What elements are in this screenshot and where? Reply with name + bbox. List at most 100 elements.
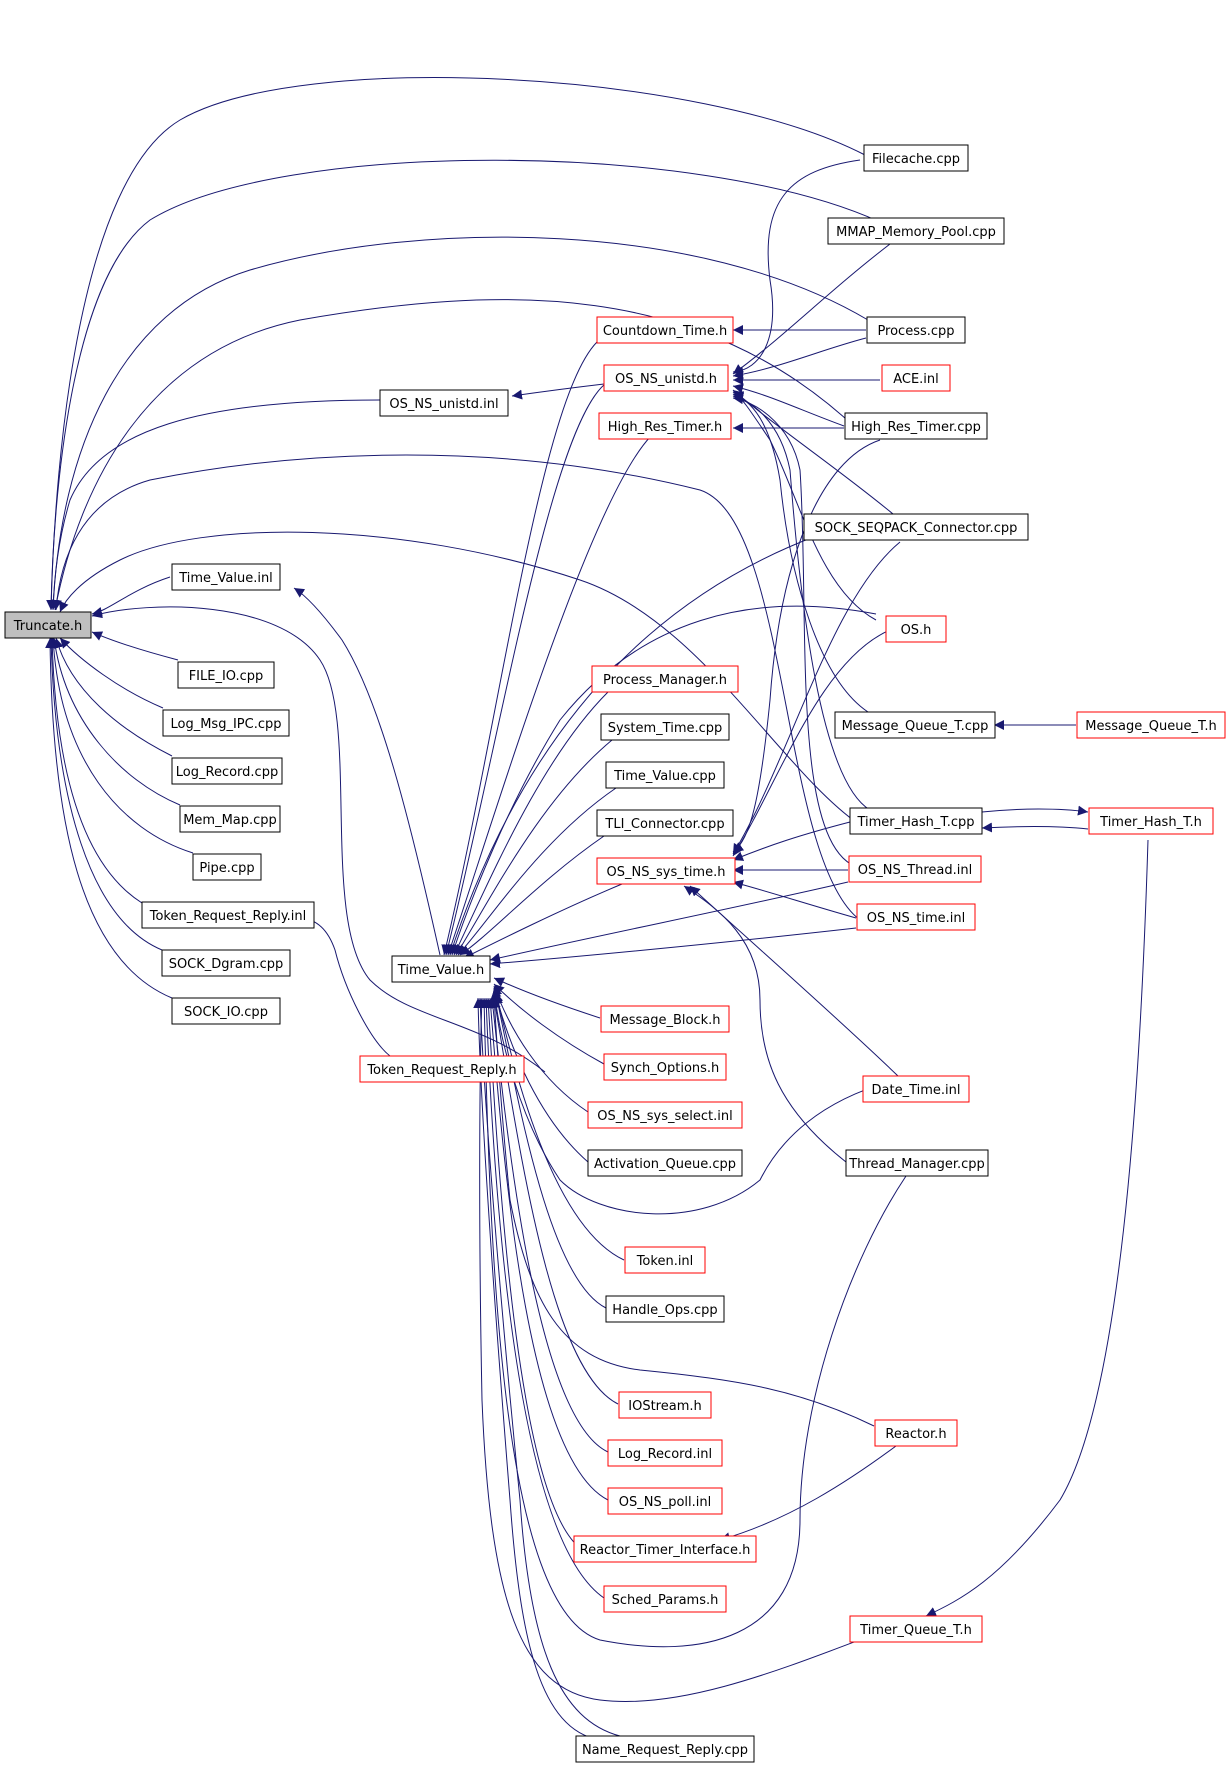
node-os-ns-thread-inl[interactable]: OS_NS_Thread.inl bbox=[848, 855, 982, 883]
node-sock-dgram-cpp[interactable]: SOCK_Dgram.cpp bbox=[161, 949, 291, 977]
node-os-ns-time-inl[interactable]: OS_NS_time.inl bbox=[856, 903, 976, 931]
node-time-value-cpp[interactable]: Time_Value.cpp bbox=[605, 761, 725, 789]
node-handle-ops-cpp[interactable]: Handle_Ops.cpp bbox=[605, 1295, 725, 1323]
node-log-record-inl[interactable]: Log_Record.inl bbox=[607, 1439, 723, 1467]
node-reactor-timer-interface-h[interactable]: Reactor_Timer_Interface.h bbox=[573, 1535, 757, 1563]
node-label: OS_NS_unistd.h bbox=[615, 372, 717, 387]
edge-high-res-timer-h-to-time-value-h bbox=[446, 435, 652, 956]
node-iostream-h[interactable]: IOStream.h bbox=[618, 1391, 712, 1419]
node-system-time-cpp[interactable]: System_Time.cpp bbox=[600, 713, 730, 741]
node-truncate-h[interactable]: Truncate.h bbox=[4, 611, 92, 639]
node-label: OS_NS_sys_select.inl bbox=[597, 1109, 732, 1124]
edge-process-to-unistd-h bbox=[732, 337, 867, 380]
dependency-nodes: Truncate.h Filecache.cpp MMAP_Memory_Poo… bbox=[4, 144, 1226, 1763]
dependency-edges bbox=[45, 77, 1149, 1741]
node-token-inl[interactable]: Token.inl bbox=[624, 1246, 706, 1274]
node-timer-hash-t-cpp[interactable]: Timer_Hash_T.cpp bbox=[849, 807, 983, 835]
node-time-value-inl[interactable]: Time_Value.inl bbox=[171, 563, 281, 591]
edge-time-value-cpp-to-time-value-h bbox=[457, 787, 617, 956]
edge-high-res-timer-cpp-to-sys-time bbox=[732, 439, 881, 853]
node-message-block-h[interactable]: Message_Block.h bbox=[600, 1005, 730, 1033]
edge-msg-queue-t-cpp-to-unistd-h bbox=[732, 392, 869, 713]
node-os-ns-sys-time-h[interactable]: OS_NS_sys_time.h bbox=[596, 857, 736, 885]
node-sock-io-cpp[interactable]: SOCK_IO.cpp bbox=[171, 997, 281, 1025]
node-label: Token_Request_Reply.inl bbox=[149, 909, 307, 924]
edge-unistd-h-to-time-value-h bbox=[443, 383, 606, 956]
node-label: Truncate.h bbox=[13, 619, 82, 634]
node-label: Time_Value.cpp bbox=[613, 769, 716, 784]
node-label: Log_Record.inl bbox=[618, 1447, 712, 1462]
node-label: ACE.inl bbox=[893, 372, 939, 387]
edge-token-request-reply-inl-to-truncate bbox=[47, 637, 143, 904]
node-label: Handle_Ops.cpp bbox=[612, 1303, 717, 1318]
node-filecache-cpp[interactable]: Filecache.cpp bbox=[863, 144, 969, 172]
edge-countdown-to-time-value-h bbox=[441, 341, 598, 956]
edge-sys-select-to-time-value-h bbox=[492, 985, 589, 1113]
node-os-ns-unistd-inl[interactable]: OS_NS_unistd.inl bbox=[379, 389, 509, 417]
node-mem-map-cpp[interactable]: Mem_Map.cpp bbox=[179, 805, 281, 833]
node-process-cpp[interactable]: Process.cpp bbox=[866, 316, 966, 344]
node-os-ns-poll-inl[interactable]: OS_NS_poll.inl bbox=[607, 1487, 723, 1515]
edge-timer-hash-t-cpp-to-truncate bbox=[59, 531, 861, 826]
node-label: Timer_Queue_T.h bbox=[859, 1623, 972, 1638]
node-token-request-reply-h[interactable]: Token_Request_Reply.h bbox=[359, 1055, 525, 1083]
node-os-h[interactable]: OS.h bbox=[885, 615, 947, 643]
edge-token-request-reply-h-to-truncate bbox=[91, 606, 546, 1073]
node-message-queue-t-cpp[interactable]: Message_Queue_T.cpp bbox=[834, 711, 996, 739]
node-date-time-inl[interactable]: Date_Time.inl bbox=[862, 1075, 970, 1103]
node-time-value-h[interactable]: Time_Value.h bbox=[391, 955, 491, 983]
node-mmap-memory-pool-cpp[interactable]: MMAP_Memory_Pool.cpp bbox=[827, 217, 1005, 245]
edge-os-h-to-sys-time bbox=[732, 629, 891, 857]
node-label: Filecache.cpp bbox=[872, 152, 960, 167]
node-sock-seqpack-connector-cpp[interactable]: SOCK_SEQPACK_Connector.cpp bbox=[803, 513, 1029, 541]
node-timer-queue-t-h[interactable]: Timer_Queue_T.h bbox=[849, 1615, 983, 1643]
edge-log-record-cpp-to-truncate bbox=[53, 637, 173, 757]
node-synch-options-h[interactable]: Synch_Options.h bbox=[603, 1053, 727, 1081]
node-activation-queue-cpp[interactable]: Activation_Queue.cpp bbox=[587, 1149, 743, 1177]
node-os-ns-unistd-h[interactable]: OS_NS_unistd.h bbox=[603, 364, 729, 392]
node-pipe-cpp[interactable]: Pipe.cpp bbox=[192, 853, 262, 881]
edge-os-ns-unistd-h-to-inl bbox=[511, 383, 605, 400]
node-label: OS_NS_unistd.inl bbox=[389, 397, 498, 412]
node-label: IOStream.h bbox=[628, 1399, 701, 1414]
node-label: OS_NS_time.inl bbox=[867, 911, 965, 926]
edge-file-io-to-truncate bbox=[91, 631, 179, 661]
edge-log-msg-ipc-to-truncate bbox=[59, 637, 164, 709]
node-os-ns-sys-select-inl[interactable]: OS_NS_sys_select.inl bbox=[587, 1101, 743, 1129]
edge-high-res-timer-cpp-to-truncate bbox=[51, 299, 859, 611]
edge-timer-hash-t-h-to-cpp bbox=[981, 822, 1089, 833]
node-label: Time_Value.inl bbox=[178, 571, 273, 586]
node-high-res-timer-h[interactable]: High_Res_Timer.h bbox=[598, 412, 732, 440]
node-sched-params-h[interactable]: Sched_Params.h bbox=[603, 1585, 727, 1613]
node-name-request-reply-cpp[interactable]: Name_Request_Reply.cpp bbox=[575, 1735, 755, 1763]
edge-thread-manager-to-time-value-h bbox=[479, 997, 907, 1648]
node-log-record-cpp[interactable]: Log_Record.cpp bbox=[171, 757, 283, 785]
node-process-manager-h[interactable]: Process_Manager.h bbox=[591, 665, 739, 693]
edge-message-block-to-time-value-h bbox=[493, 977, 601, 1019]
node-label: Name_Request_Reply.cpp bbox=[582, 1743, 748, 1758]
node-label: Sched_Params.h bbox=[612, 1593, 719, 1608]
node-token-request-reply-inl[interactable]: Token_Request_Reply.inl bbox=[141, 901, 315, 929]
node-thread-manager-cpp[interactable]: Thread_Manager.cpp bbox=[845, 1149, 989, 1177]
node-label: Message_Block.h bbox=[609, 1013, 720, 1028]
node-label: Message_Queue_T.cpp bbox=[842, 719, 989, 734]
edge-sys-time-to-time-value-h bbox=[463, 883, 623, 959]
edge-timer-hash-t-cpp-to-unistd-h bbox=[732, 393, 871, 811]
node-label: OS_NS_Thread.inl bbox=[858, 863, 973, 878]
node-high-res-timer-cpp[interactable]: High_Res_Timer.cpp bbox=[844, 412, 988, 440]
node-tli-connector-cpp[interactable]: TLI_Connector.cpp bbox=[596, 809, 734, 837]
node-log-msg-ipc-cpp[interactable]: Log_Msg_IPC.cpp bbox=[162, 709, 290, 737]
node-countdown-time-h[interactable]: Countdown_Time.h bbox=[596, 316, 734, 344]
node-reactor-h[interactable]: Reactor.h bbox=[874, 1419, 958, 1447]
edge-timer-queue-to-time-value-h bbox=[476, 997, 871, 1703]
node-label: Token.inl bbox=[636, 1254, 694, 1269]
node-label: System_Time.cpp bbox=[608, 721, 723, 736]
edge-time-value-h-to-time-value-inl bbox=[293, 587, 441, 956]
node-timer-hash-t-h[interactable]: Timer_Hash_T.h bbox=[1088, 807, 1214, 835]
node-file-io-cpp[interactable]: FILE_IO.cpp bbox=[177, 661, 275, 689]
node-message-queue-t-h[interactable]: Message_Queue_T.h bbox=[1076, 711, 1226, 739]
node-label: SOCK_IO.cpp bbox=[184, 1005, 268, 1020]
node-label: OS_NS_sys_time.h bbox=[607, 865, 726, 880]
node-ace-inl[interactable]: ACE.inl bbox=[881, 364, 951, 392]
node-label: MMAP_Memory_Pool.cpp bbox=[836, 225, 996, 240]
